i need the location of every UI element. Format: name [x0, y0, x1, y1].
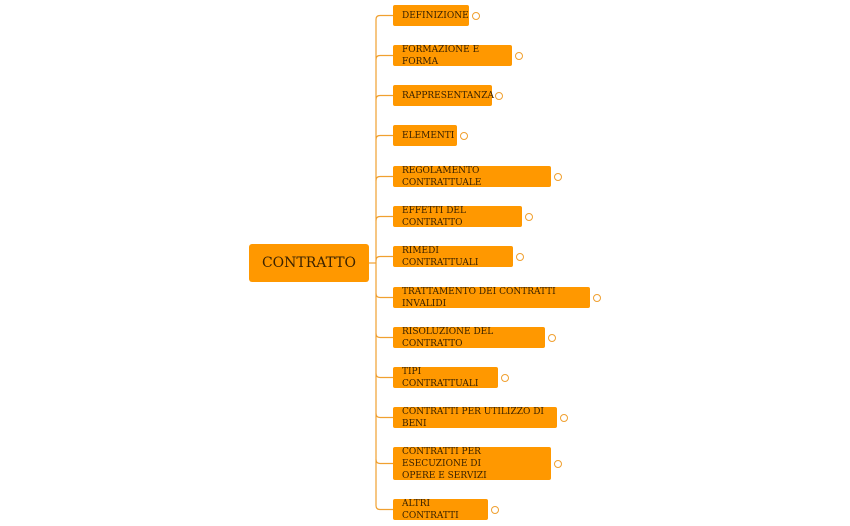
branch-connector	[375, 373, 393, 379]
topic-contratti-per-esecuzione-di-opere-e-servizi[interactable]: CONTRATTI PER ESECUZIONE DI OPERE E SERV…	[393, 446, 551, 481]
collapse-toggle-icon[interactable]	[495, 91, 503, 100]
topic-label: FORMAZIONE E FORMA	[402, 44, 480, 67]
collapse-toggle-icon[interactable]	[593, 293, 601, 302]
topic-label: REGOLAMENTO CONTRATTUALE	[402, 165, 482, 188]
topic-trattamento-dei-contratti-invalidi[interactable]: TRATTAMENTO DEI CONTRATTI INVALIDI	[393, 286, 590, 309]
topic-label: EFFETTI DEL CONTRATTO	[402, 205, 466, 228]
branch-connector	[375, 94, 393, 100]
topic-label: CONTRATTI PER UTILIZZO DI BENI	[402, 406, 544, 429]
topic-definizione[interactable]: DEFINIZIONE	[393, 5, 469, 26]
topic-contratti-per-utilizzo-di-beni[interactable]: CONTRATTI PER UTILIZZO DI BENI	[393, 406, 557, 429]
branch-connector	[375, 413, 393, 419]
topic-elementi[interactable]: ELEMENTI	[393, 125, 457, 146]
root-topic-label: CONTRATTO	[261, 255, 357, 271]
topic-label: TIPI CONTRATTUALI	[402, 366, 479, 389]
root-topic[interactable]: CONTRATTO	[249, 244, 369, 282]
branch-connector	[375, 215, 393, 221]
branch-connector	[375, 14, 393, 20]
collapse-toggle-icon[interactable]	[554, 172, 562, 181]
branch-connector	[375, 255, 393, 261]
collapse-toggle-icon[interactable]	[491, 505, 499, 514]
collapse-toggle-icon[interactable]	[525, 212, 533, 221]
topic-label: ALTRI CONTRATTI	[402, 498, 459, 521]
topic-label: CONTRATTI PER ESECUZIONE DI OPERE E SERV…	[402, 446, 487, 481]
branch-connector	[375, 175, 393, 181]
collapse-toggle-icon[interactable]	[560, 413, 568, 422]
collapse-toggle-icon[interactable]	[472, 11, 480, 20]
topic-risoluzione-del-contratto[interactable]: RISOLUZIONE DEL CONTRATTO	[393, 326, 545, 349]
collapse-toggle-icon[interactable]	[501, 373, 509, 382]
topic-label: DEFINIZIONE	[402, 10, 469, 21]
branch-connector	[375, 459, 393, 465]
topic-label: ELEMENTI	[402, 130, 455, 141]
topic-label: RAPPRESENTANZA	[402, 90, 494, 101]
collapse-toggle-icon[interactable]	[515, 51, 523, 60]
topic-rappresentanza[interactable]: RAPPRESENTANZA	[393, 85, 494, 106]
collapse-toggle-icon[interactable]	[516, 252, 524, 261]
topic-rimedi-contrattuali[interactable]: RIMEDI CONTRATTUALI	[393, 245, 513, 268]
branch-connector	[375, 134, 393, 140]
topic-tipi-contrattuali[interactable]: TIPI CONTRATTUALI	[393, 366, 498, 389]
branch-connector	[375, 333, 393, 339]
topic-formazione-e-forma[interactable]: FORMAZIONE E FORMA	[393, 44, 512, 67]
topic-label: TRATTAMENTO DEI CONTRATTI INVALIDI	[402, 286, 556, 309]
branch-connector	[375, 293, 393, 299]
topic-label: RIMEDI CONTRATTUALI	[402, 245, 479, 268]
branch-connector	[375, 54, 393, 60]
collapse-toggle-icon[interactable]	[554, 459, 562, 468]
collapse-toggle-icon[interactable]	[460, 131, 468, 140]
topic-effetti-del-contratto[interactable]: EFFETTI DEL CONTRATTO	[393, 205, 522, 228]
topic-altri-contratti[interactable]: ALTRI CONTRATTI	[393, 498, 488, 521]
topic-label: RISOLUZIONE DEL CONTRATTO	[402, 326, 494, 349]
branch-connector	[375, 505, 393, 511]
topic-regolamento-contrattuale[interactable]: REGOLAMENTO CONTRATTUALE	[393, 165, 551, 188]
collapse-toggle-icon[interactable]	[548, 333, 556, 342]
